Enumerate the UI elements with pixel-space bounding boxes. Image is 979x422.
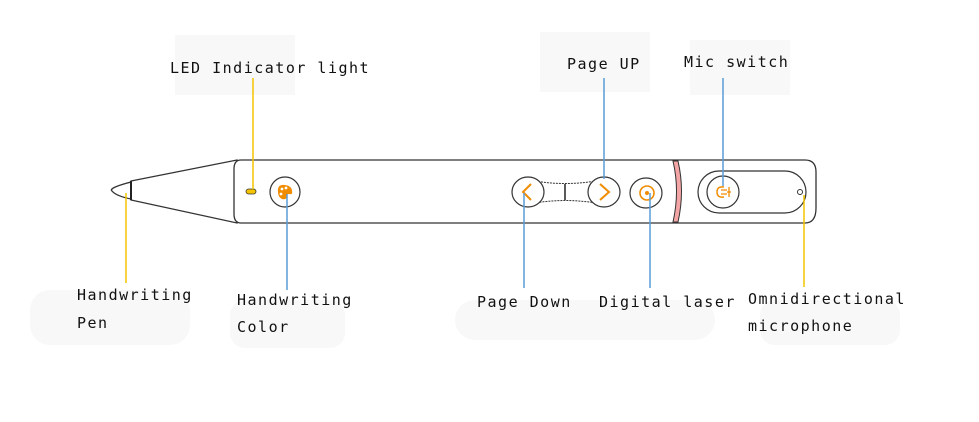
page-down-button[interactable] <box>511 176 545 208</box>
page-rocker <box>534 180 597 204</box>
chevron-right-icon <box>599 183 611 201</box>
laser-target-icon <box>639 185 655 201</box>
handwriting-color-button[interactable] <box>269 176 301 208</box>
led-indicator <box>245 188 257 195</box>
page-up-button[interactable] <box>587 176 621 208</box>
label-handwriting-pen-2: Pen <box>77 314 109 332</box>
pen-tip <box>110 159 238 224</box>
label-background <box>455 300 715 340</box>
digital-laser-button[interactable] <box>629 177 663 209</box>
omnidirectional-microphone <box>797 189 803 195</box>
palette-icon <box>277 184 293 200</box>
label-handwriting-color-2: Color <box>237 318 290 336</box>
label-background <box>175 35 295 95</box>
label-background <box>30 290 190 345</box>
label-background <box>760 300 900 345</box>
label-handwriting-color-1: Handwriting <box>237 291 353 309</box>
label-background <box>540 32 650 92</box>
label-page-up: Page UP <box>567 55 641 73</box>
microphone-icon <box>716 186 731 198</box>
label-page-down: Page Down <box>477 293 572 311</box>
label-digital-laser: Digital laser <box>599 293 736 311</box>
label-mic-switch: Mic switch <box>684 53 790 71</box>
label-background <box>230 300 345 348</box>
label-microphone-2: microphone <box>748 317 854 335</box>
label-led-indicator: LED Indicator light <box>170 59 371 77</box>
mic-switch-button[interactable] <box>706 175 740 209</box>
chevron-left-icon <box>521 183 532 201</box>
label-handwriting-pen-1: Handwriting <box>77 286 193 304</box>
label-microphone-1: Omnidirectional <box>748 290 906 308</box>
label-background <box>690 40 790 95</box>
